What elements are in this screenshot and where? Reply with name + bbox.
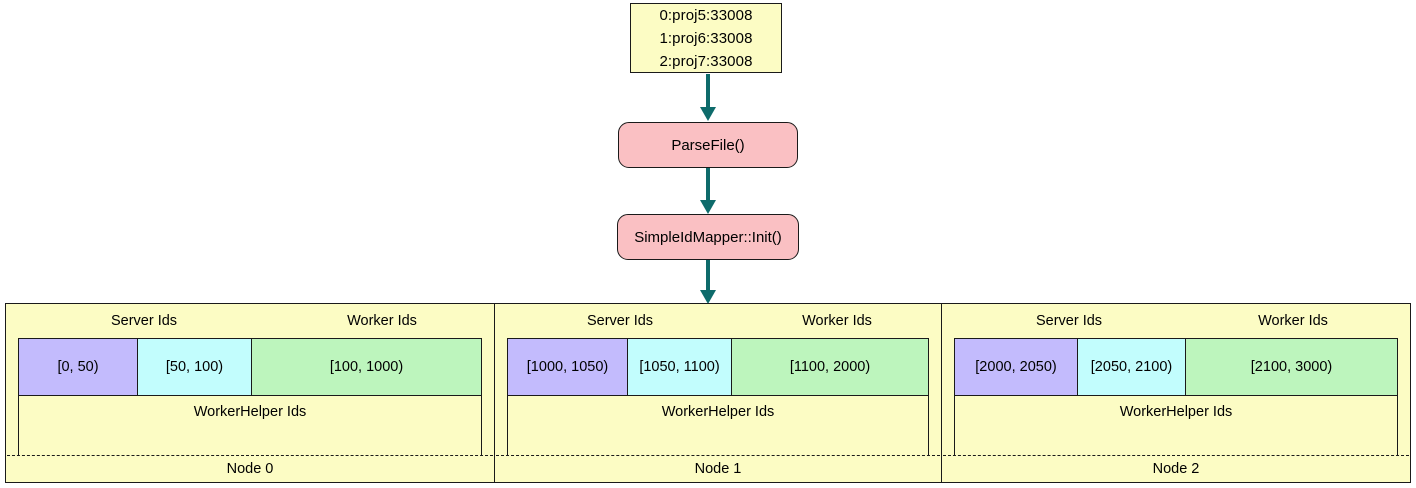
node-2-server-ids-header: Server Ids bbox=[1035, 313, 1103, 329]
node-1-server-range-0: [1000, 1050) bbox=[507, 338, 628, 396]
arrow-shaft bbox=[706, 74, 710, 108]
arrow-head-icon bbox=[700, 200, 716, 214]
node-2-header-row: Server Ids Worker Ids bbox=[942, 304, 1410, 338]
node-2-server-range-1: [2050, 2100) bbox=[1078, 338, 1186, 396]
node-1-workerhelper-ids: WorkerHelper Ids bbox=[496, 396, 940, 456]
node-1-server-range-1: [1050, 1100) bbox=[628, 338, 732, 396]
id-allocation-cluster: Server Ids Worker Ids [0, 50) [50, 100) … bbox=[5, 303, 1411, 483]
node-0-worker-ids-header: Worker Ids bbox=[347, 313, 417, 329]
process-simpleidmapper-init-label: SimpleIdMapper::Init() bbox=[634, 228, 782, 246]
node-2-workerhelper-label: WorkerHelper Ids bbox=[1119, 404, 1233, 420]
node-0-cells-row: [0, 50) [50, 100) [100, 1000) bbox=[18, 338, 482, 396]
arrow-head-icon bbox=[700, 107, 716, 121]
node-2-label: Node 2 bbox=[1152, 461, 1200, 477]
node-1: Server Ids Worker Ids [1000, 1050) [1050… bbox=[494, 304, 941, 482]
node-2-server-range-0: [2000, 2050) bbox=[954, 338, 1078, 396]
node-1-server-ids-header: Server Ids bbox=[586, 313, 654, 329]
file-entry-line-2: 2:proj7:33008 bbox=[659, 52, 753, 70]
arrow-head-icon bbox=[700, 290, 716, 304]
node-1-header-row: Server Ids Worker Ids bbox=[495, 304, 941, 338]
node-0-workerhelper-label: WorkerHelper Ids bbox=[193, 404, 307, 420]
input-file-node: 0:proj5:33008 1:proj6:33008 2:proj7:3300… bbox=[630, 3, 782, 73]
arrow-shaft bbox=[706, 168, 710, 201]
node-1-worker-range: [1100, 2000) bbox=[732, 338, 929, 396]
node-1-worker-ids-header: Worker Ids bbox=[802, 313, 872, 329]
process-parsefile[interactable]: ParseFile() bbox=[618, 122, 798, 168]
node-0-server-range-0: [0, 50) bbox=[18, 338, 138, 396]
node-0-label: Node 0 bbox=[226, 461, 274, 477]
node-2: Server Ids Worker Ids [2000, 2050) [2050… bbox=[941, 304, 1410, 482]
arrow-init-to-idtable bbox=[697, 260, 719, 304]
node-0-worker-range: [100, 1000) bbox=[252, 338, 482, 396]
node-1-cells-row: [1000, 1050) [1050, 1100) [1100, 2000) bbox=[507, 338, 929, 396]
node-0-workerhelper-ids: WorkerHelper Ids bbox=[7, 396, 493, 456]
arrow-shaft bbox=[706, 260, 710, 291]
process-parsefile-label: ParseFile() bbox=[671, 136, 745, 154]
process-simpleidmapper-init[interactable]: SimpleIdMapper::Init() bbox=[617, 214, 799, 260]
node-0-server-ids-header: Server Ids bbox=[110, 313, 178, 329]
node-0: Server Ids Worker Ids [0, 50) [50, 100) … bbox=[6, 304, 494, 482]
arrow-file-to-parsefile bbox=[697, 74, 719, 121]
node-2-workerhelper-ids: WorkerHelper Ids bbox=[943, 396, 1409, 456]
node-2-cells-row: [2000, 2050) [2050, 2100) [2100, 3000) bbox=[954, 338, 1398, 396]
node-1-workerhelper-label: WorkerHelper Ids bbox=[661, 404, 775, 420]
file-entry-line-0: 0:proj5:33008 bbox=[659, 6, 753, 24]
node-0-header-row: Server Ids Worker Ids bbox=[6, 304, 494, 338]
node-0-server-range-1: [50, 100) bbox=[138, 338, 252, 396]
node-2-worker-ids-header: Worker Ids bbox=[1258, 313, 1328, 329]
nodes-row: Server Ids Worker Ids [0, 50) [50, 100) … bbox=[6, 304, 1410, 482]
file-entry-line-1: 1:proj6:33008 bbox=[659, 29, 753, 47]
node-1-label: Node 1 bbox=[694, 461, 742, 477]
arrow-parsefile-to-init bbox=[697, 168, 719, 214]
node-2-worker-range: [2100, 3000) bbox=[1186, 338, 1398, 396]
